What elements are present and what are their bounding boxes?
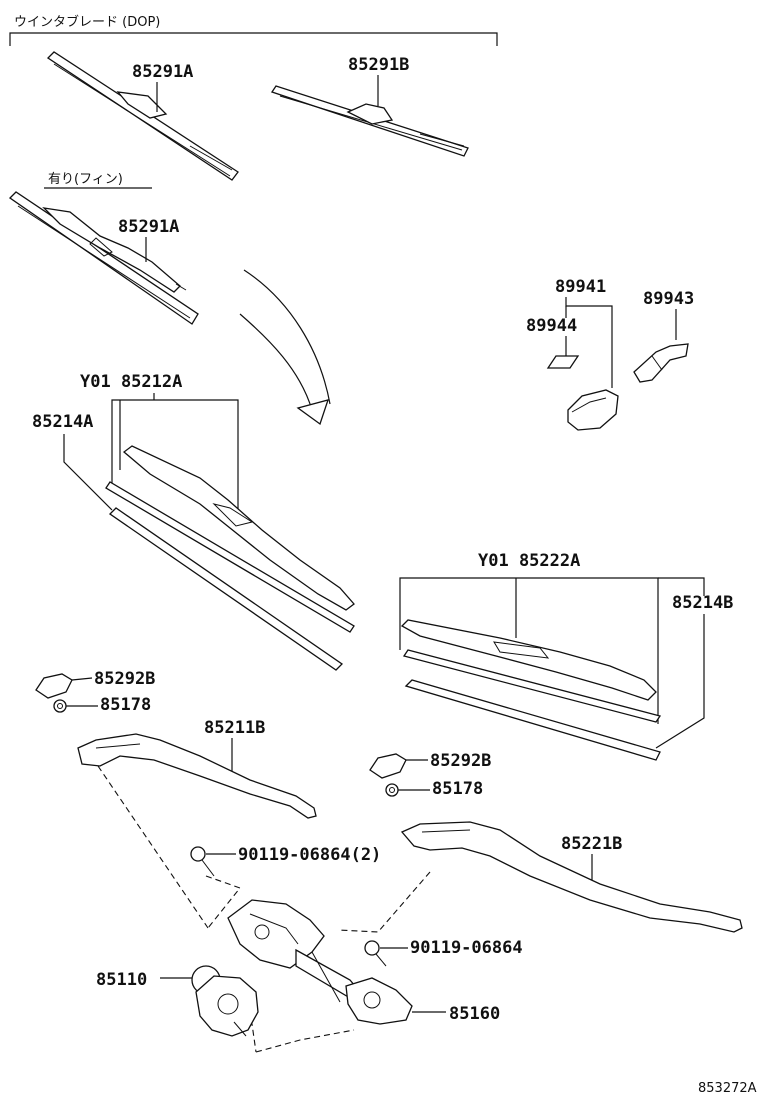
bolt-90119-06864-illustration [364, 940, 387, 967]
part-number-85214A[interactable]: 85214A [32, 412, 93, 432]
part-number-85291A-fin[interactable]: 85291A [118, 217, 179, 237]
part-number-90119-06864-2[interactable]: 90119-06864(2) [238, 845, 381, 865]
refill-85214A-illustration [108, 507, 344, 671]
leader-85214B-top [658, 577, 705, 596]
part-number-85211B[interactable]: 85211B [204, 718, 265, 738]
dashed-link-bolts [205, 875, 241, 929]
cap-89941-illustration [567, 389, 619, 431]
replacement-arrow [239, 269, 331, 426]
refill-85222A-illustration [402, 649, 662, 723]
part-number-89943[interactable]: 89943 [643, 289, 694, 309]
nut-85178-right-illustration [385, 783, 399, 797]
cap-85292B-right-illustration [369, 753, 407, 779]
leader-Y01-85212A [111, 399, 239, 512]
leader-85292B-left [71, 677, 93, 681]
dashed-link-left-arm [97, 765, 209, 929]
linkage-85160-illustration [227, 899, 413, 1025]
leader-Y01-85222A [399, 577, 659, 724]
figure-id: 853272A [698, 1081, 757, 1096]
bolt-90119-06864-pair-illustration [190, 846, 215, 877]
part-number-85178-right[interactable]: 85178 [432, 779, 483, 799]
fin-variant-label: 有り(フィン) [48, 172, 123, 187]
part-number-89944[interactable]: 89944 [526, 316, 577, 336]
wiper-arm-85221B-illustration [400, 821, 743, 933]
part-number-90119-06864[interactable]: 90119-06864 [410, 938, 523, 958]
clip-89943-illustration [633, 343, 689, 383]
wiper-blade-85222A-illustration [400, 619, 657, 701]
part-number-85291B[interactable]: 85291B [348, 55, 409, 75]
wiper-motor-85110-illustration [191, 965, 259, 1037]
part-number-Y01-85212A[interactable]: Y01 85212A [80, 372, 182, 392]
refill-85214B-illustration [404, 679, 661, 761]
part-number-85292B-right[interactable]: 85292B [430, 751, 491, 771]
dashed-link-motor-2 [249, 1009, 257, 1053]
winter-blade-group-bracket [9, 32, 498, 46]
winter-blade-85291B-illustration [270, 85, 469, 157]
part-number-85178-left[interactable]: 85178 [100, 695, 151, 715]
cap-85292B-left-illustration [35, 673, 73, 699]
winter-blade-group-label: ウインタブレード (DOP) [14, 14, 160, 30]
part-number-85160[interactable]: 85160 [449, 1004, 500, 1024]
part-number-89941[interactable]: 89941 [555, 277, 606, 297]
refill-85212A-illustration [105, 481, 355, 633]
part-number-85291A-top[interactable]: 85291A [132, 62, 193, 82]
pad-89944-illustration [546, 355, 580, 369]
wiper-blade-85212A-illustration [122, 445, 355, 611]
part-number-Y01-85222A[interactable]: Y01 85222A [478, 551, 580, 571]
part-number-85214B[interactable]: 85214B [672, 593, 733, 613]
leader-85214A [63, 434, 113, 511]
dashed-link-right-arm [337, 871, 431, 933]
part-number-85110[interactable]: 85110 [96, 970, 147, 990]
nut-85178-left-illustration [53, 699, 67, 713]
part-number-85221B[interactable]: 85221B [561, 834, 622, 854]
winter-blade-85291A-fin-illustration [8, 191, 199, 325]
leader-89941 [565, 297, 613, 388]
wiper-arm-85211B-illustration [77, 733, 317, 819]
leader-85214B [655, 614, 705, 749]
dashed-link-motor [255, 1029, 355, 1053]
winter-blade-85291A-illustration [46, 51, 239, 181]
part-number-85292B-left[interactable]: 85292B [94, 669, 155, 689]
